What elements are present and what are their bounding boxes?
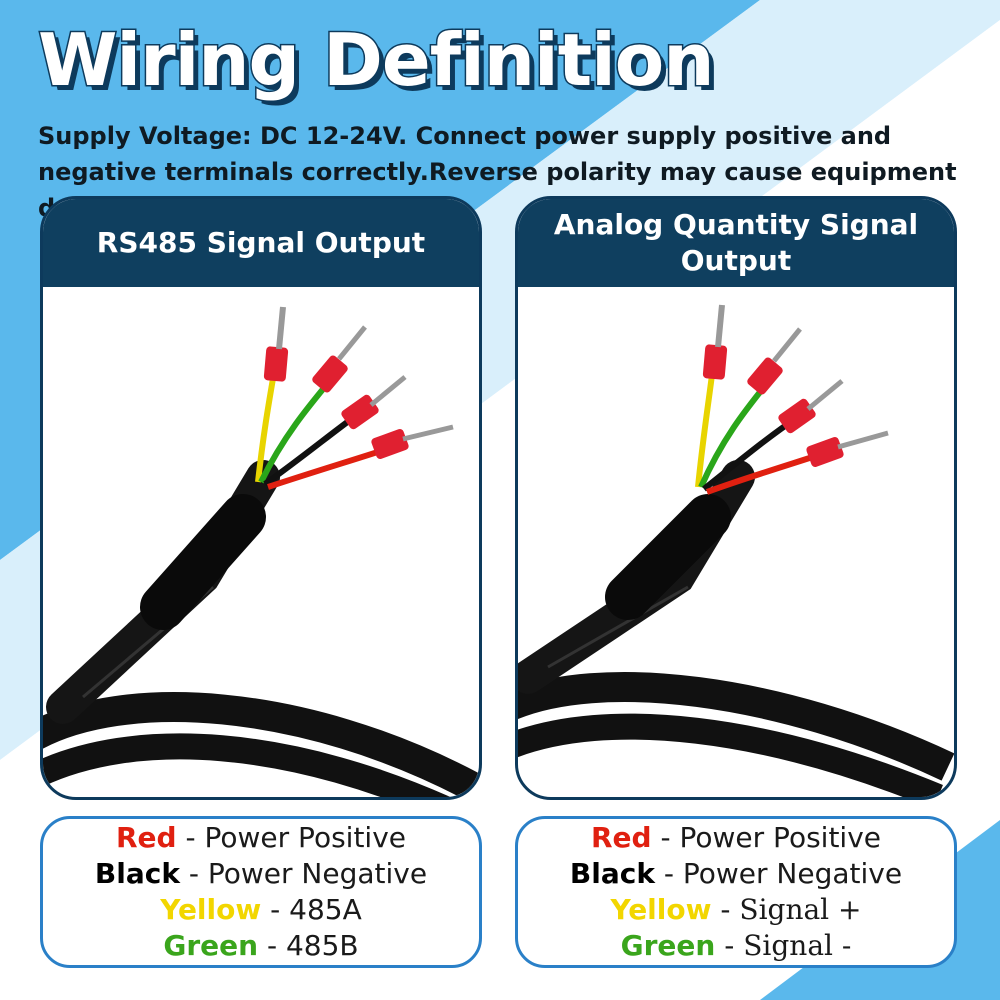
legend-row-black: Black - Power Negative — [570, 856, 902, 892]
legend-row-red: Red - Power Positive — [116, 820, 406, 856]
legend-row-red: Red - Power Positive — [591, 820, 881, 856]
color-name: Red — [591, 821, 652, 854]
wire-function: Power Positive — [679, 821, 882, 854]
wire-function: Power Negative — [207, 857, 428, 890]
color-name: Yellow — [160, 893, 262, 926]
four-wire-cable-icon — [518, 304, 954, 797]
wire-function: 485A — [289, 893, 362, 926]
separator: - — [654, 857, 683, 890]
color-name: Yellow — [610, 893, 712, 926]
legend-row-green: Green - 485B — [163, 928, 358, 964]
rs485-panel: RS485 Signal Output — [40, 196, 482, 800]
wire-function: Power Positive — [204, 821, 407, 854]
legend-row-black: Black - Power Negative — [95, 856, 427, 892]
rs485-wire-legend: Red - Power Positive Black - Power Negat… — [40, 816, 482, 968]
color-name: Black — [569, 857, 655, 890]
analog-wire-legend: Red - Power Positive Black - Power Negat… — [515, 816, 957, 968]
separator: - — [715, 929, 744, 962]
separator: - — [261, 893, 290, 926]
legend-row-green: Green - Signal - — [621, 928, 852, 964]
wire-function: Signal - — [743, 929, 852, 962]
four-wire-cable-icon — [43, 306, 479, 797]
panel-heading: RS485 Signal Output — [43, 199, 479, 287]
panel-heading: Analog Quantity Signal Output — [518, 199, 954, 287]
wire-function: Power Negative — [682, 857, 903, 890]
wire-function: 485B — [285, 929, 359, 962]
legend-row-yellow: Yellow - 485A — [160, 892, 362, 928]
analog-panel: Analog Quantity Signal Output — [515, 196, 957, 800]
separator: - — [179, 857, 208, 890]
color-name: Red — [116, 821, 177, 854]
color-name: Green — [163, 929, 259, 962]
separator: - — [711, 893, 740, 926]
page-title: Wiring Definition — [37, 17, 717, 104]
color-name: Black — [94, 857, 180, 890]
legend-row-yellow: Yellow - Signal + — [610, 892, 861, 928]
separator: - — [258, 929, 286, 962]
wire-function: Signal + — [739, 893, 862, 926]
separator: - — [176, 821, 205, 854]
color-name: Green — [620, 929, 716, 962]
separator: - — [651, 821, 680, 854]
